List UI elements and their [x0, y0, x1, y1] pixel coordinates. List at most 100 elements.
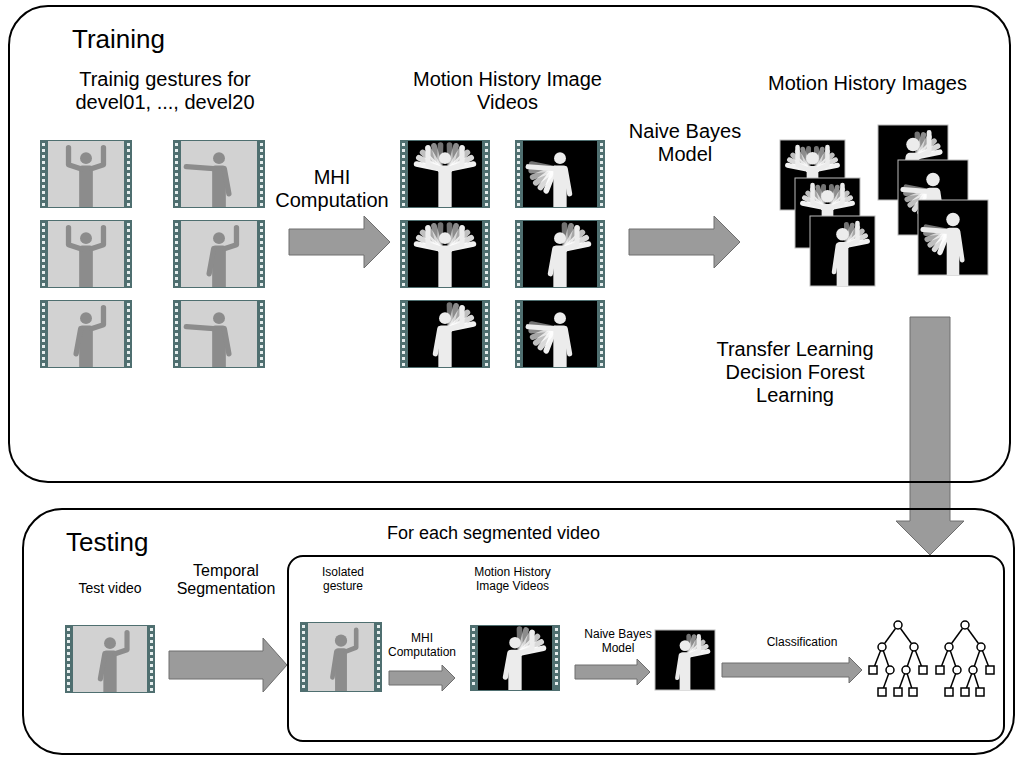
film-hole	[517, 259, 520, 262]
film-hole	[402, 161, 405, 164]
film-frame	[408, 221, 482, 287]
film-hole	[67, 664, 70, 667]
film-hole	[175, 197, 178, 200]
film-hole	[517, 235, 520, 238]
film-hole	[402, 247, 405, 250]
film-hole	[517, 357, 520, 360]
image-group: Motion History Image Videos	[390, 68, 629, 373]
film-hole	[67, 634, 70, 637]
motion-trail	[565, 228, 577, 248]
figure-arm	[834, 245, 838, 272]
figure-arm	[76, 329, 81, 354]
figure-head	[80, 232, 92, 244]
film-hole	[175, 191, 178, 194]
film-hole	[42, 191, 45, 194]
film-hole	[42, 253, 45, 256]
edge-label: Transfer Learning Decision Forest Learni…	[700, 338, 890, 407]
film-hole	[600, 259, 603, 262]
film-hole	[260, 161, 263, 164]
film-hole	[175, 315, 178, 318]
film-hole	[127, 241, 130, 244]
film-hole	[175, 203, 178, 206]
film-hole	[175, 333, 178, 336]
film-hole	[260, 283, 263, 286]
film-hole	[175, 271, 178, 274]
film-hole	[555, 682, 558, 685]
decision-tree	[936, 621, 994, 696]
figure-head	[104, 637, 116, 649]
film-hole	[260, 345, 263, 348]
film-hole	[600, 303, 603, 306]
figure-head	[335, 635, 347, 647]
figure-head	[836, 228, 849, 241]
film-hole	[377, 679, 380, 682]
film-hole	[517, 351, 520, 354]
film-hole	[485, 327, 488, 330]
film-hole	[302, 661, 305, 664]
film-hole	[485, 223, 488, 226]
figure-arm	[186, 327, 213, 329]
film-hole	[402, 167, 405, 170]
film-frame	[408, 141, 482, 207]
motion-trail	[428, 228, 440, 248]
figure-body	[79, 245, 93, 287]
film-hole	[150, 646, 153, 649]
film-hole	[517, 345, 520, 348]
figure-arm	[450, 148, 462, 169]
film-hole	[517, 277, 520, 280]
film-hole	[485, 363, 488, 366]
film-hole	[302, 637, 305, 640]
film-hole	[485, 253, 488, 256]
film-hole	[600, 271, 603, 274]
film-hole	[302, 685, 305, 688]
film-hole	[127, 149, 130, 152]
film-hole	[175, 179, 178, 182]
film-hole	[517, 229, 520, 232]
film-hole	[377, 661, 380, 664]
film-hole	[67, 646, 70, 649]
film-hole	[260, 149, 263, 152]
figure-arm	[903, 190, 928, 192]
film-hole	[485, 345, 488, 348]
tree-node	[969, 666, 977, 674]
figure-body	[438, 165, 451, 207]
film-hole	[42, 283, 45, 286]
film-hole	[67, 652, 70, 655]
film-hole	[42, 241, 45, 244]
film-hole	[260, 223, 263, 226]
film-hole	[175, 167, 178, 170]
film-hole	[517, 327, 520, 330]
film-hole	[175, 303, 178, 306]
block-arrow	[389, 665, 455, 691]
film-hole	[42, 173, 45, 176]
film-hole	[127, 283, 130, 286]
film-hole	[42, 143, 45, 146]
mhi-image	[780, 140, 845, 215]
figure-arm	[224, 228, 236, 249]
film-hole	[402, 327, 405, 330]
film-hole	[67, 628, 70, 631]
film-hole	[485, 277, 488, 280]
film-hole	[555, 628, 558, 631]
image-content	[834, 223, 867, 286]
film-hole	[402, 185, 405, 188]
film-hole	[302, 667, 305, 670]
figure-head	[213, 152, 225, 164]
film-hole	[555, 646, 558, 649]
film-hole	[42, 321, 45, 324]
film-hole	[150, 688, 153, 691]
figure-body	[438, 245, 451, 287]
tree-leaf	[869, 666, 877, 674]
film-hole	[260, 155, 263, 158]
film-hole	[600, 277, 603, 280]
film-hole	[517, 223, 520, 226]
film-hole	[600, 339, 603, 342]
film-hole	[42, 309, 45, 312]
film-thumbnail	[400, 220, 490, 292]
figure-head	[554, 312, 566, 324]
figure-arm	[450, 228, 462, 249]
film-hole	[517, 161, 520, 164]
node-heading: Isolated gesture	[308, 566, 378, 594]
film-hole	[402, 253, 405, 256]
